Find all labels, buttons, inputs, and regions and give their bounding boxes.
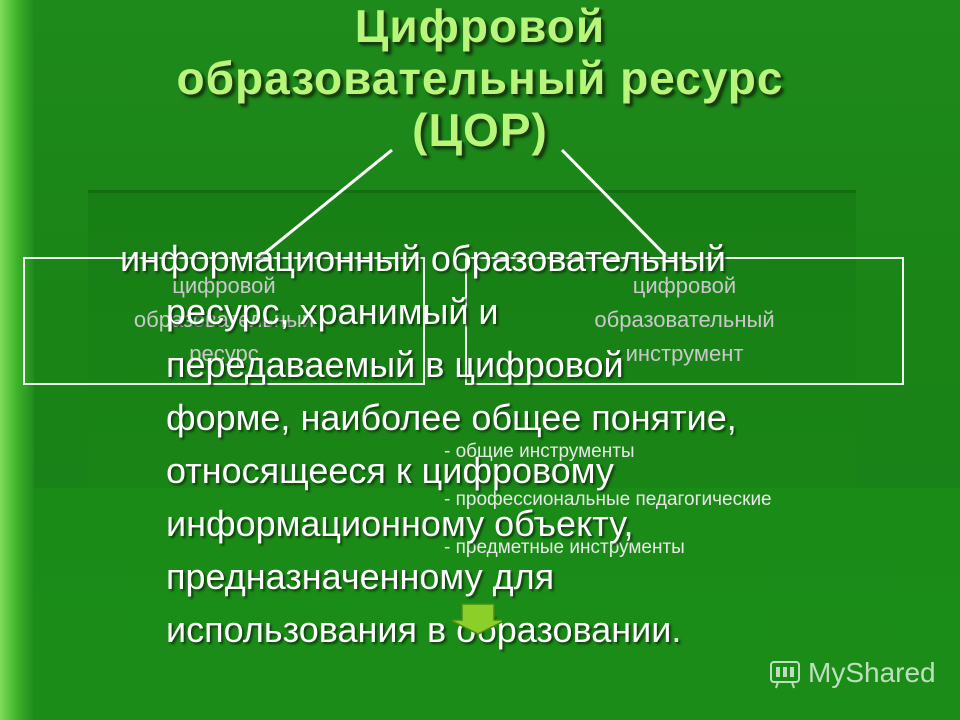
definition-line: ресурс, хранимый и: [166, 291, 499, 332]
tools-list: - общие инструменты - профессиональные п…: [444, 428, 772, 572]
definition-line: информационному объекту,: [166, 503, 634, 544]
slide-title: Цифровой образовательный ресурс (ЦОР): [0, 0, 960, 156]
box-left-line-2: образовательный: [133, 307, 315, 332]
box-digital-tool: цифровой образовательный инструмент: [465, 257, 904, 385]
definition-line: форме, наиболее общее понятие,: [166, 397, 737, 438]
tools-item: - профессиональные педагогические: [444, 489, 772, 510]
definition-line: информационный образовательный: [120, 238, 726, 279]
box-digital-resource: цифровой образовательный ресурс: [23, 257, 425, 385]
down-arrow-icon: [452, 603, 502, 635]
box-left-line-3: ресурс: [189, 341, 259, 366]
definition-line: использования в образовании.: [166, 609, 682, 650]
definition-line: передаваемый в цифровой: [166, 344, 624, 385]
box-right-line-1: цифровой: [632, 273, 737, 298]
connector-right: [560, 148, 669, 259]
background-lower-panel: [34, 488, 960, 720]
tools-item: - общие инструменты: [444, 441, 635, 462]
box-left-line-1: цифровой: [172, 273, 276, 298]
background-left-gradient: [0, 0, 34, 720]
title-line-3: (ЦОР): [412, 104, 548, 156]
tools-item: - предметные инструменты: [444, 537, 685, 558]
background-panel: [88, 190, 856, 493]
definition-text: информационный образовательный ресурс, х…: [120, 232, 890, 656]
connector-left: [259, 148, 393, 259]
title-line-1: Цифровой: [354, 0, 606, 52]
watermark-label: MyShared: [808, 657, 936, 688]
definition-line: предназначенному для: [166, 556, 555, 597]
watermark: MyShared: [768, 656, 936, 690]
definition-line: относящееся к цифровому: [166, 450, 614, 491]
title-line-2: образовательный ресурс: [176, 52, 784, 104]
box-right-line-3: инструмент: [625, 341, 744, 366]
box-right-line-2: образовательный: [594, 307, 775, 332]
myshared-logo-icon: [770, 661, 800, 689]
